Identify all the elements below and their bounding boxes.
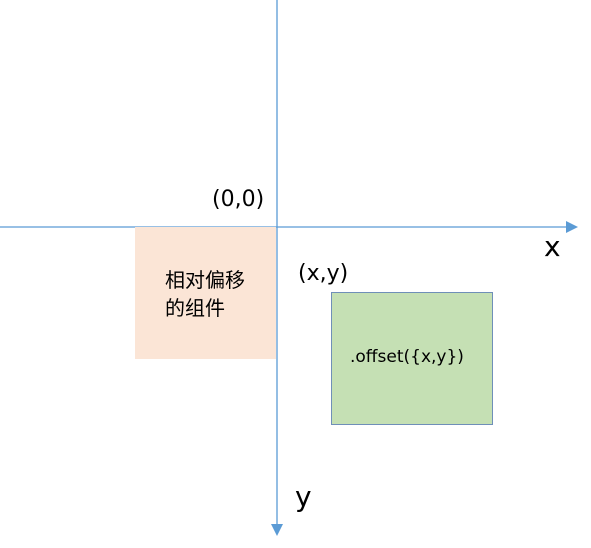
x-axis-label: x xyxy=(544,230,561,263)
x-axis-arrow xyxy=(566,221,578,233)
relative-box-label-line1: 相对偏移 xyxy=(165,268,245,292)
relative-offset-box: 相对偏移 的组件 xyxy=(135,227,276,359)
offset-box-label: .offset({x,y}) xyxy=(350,347,464,367)
y-axis-label: y xyxy=(295,480,312,513)
offset-point-label: (x,y) xyxy=(298,261,349,286)
y-axis-arrow xyxy=(271,524,283,536)
origin-label: (0,0) xyxy=(212,187,265,212)
relative-box-label-line2: 的组件 xyxy=(165,296,225,320)
offset-box: .offset({x,y}) xyxy=(331,292,493,425)
